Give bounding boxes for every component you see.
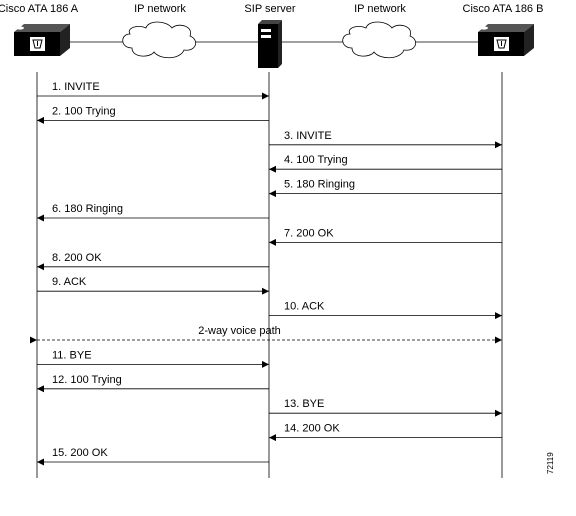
message-label: 2-way voice path	[198, 325, 281, 337]
message-label: 9. ACK	[52, 276, 87, 288]
message-label: 1. INVITE	[52, 81, 100, 93]
ip-network-left-cloud-icon	[122, 21, 197, 59]
message-label: 10. ACK	[284, 301, 325, 313]
message-label: 2. 100 Trying	[52, 105, 116, 117]
message-label: 11. BYE	[52, 349, 92, 361]
message-label: 8. 200 OK	[52, 252, 102, 264]
message-label: 12. 100 Trying	[52, 374, 122, 386]
message-label: 6. 180 Ringing	[52, 203, 123, 215]
ata-a-device-icon	[14, 24, 70, 56]
message-list: 1. INVITE 2. 100 Trying 3. INVITE 4. 100 Tr…	[30, 81, 502, 466]
header-ip-network-right: IP network	[354, 3, 406, 15]
message-label: 5. 180 Ringing	[284, 179, 355, 191]
message-label: 3. INVITE	[284, 130, 332, 142]
message-label: 4. 100 Trying	[284, 154, 348, 166]
ip-network-right-cloud-icon	[342, 21, 417, 59]
message-label: 13. BYE	[284, 398, 324, 410]
sip-server-icon	[258, 20, 282, 68]
message-label: 7. 200 OK	[284, 227, 334, 239]
message-label: 15. 200 OK	[52, 447, 108, 459]
header-ip-network-left: IP network	[134, 3, 186, 15]
message-label: 14. 200 OK	[284, 423, 340, 435]
header-sip-server: SIP server	[244, 3, 295, 15]
header-ata-b: Cisco ATA 186 B	[463, 3, 544, 15]
ata-b-device-icon	[478, 24, 534, 56]
figure-id: 72119	[546, 452, 555, 474]
header-ata-a: Cisco ATA 186 A	[0, 3, 79, 15]
